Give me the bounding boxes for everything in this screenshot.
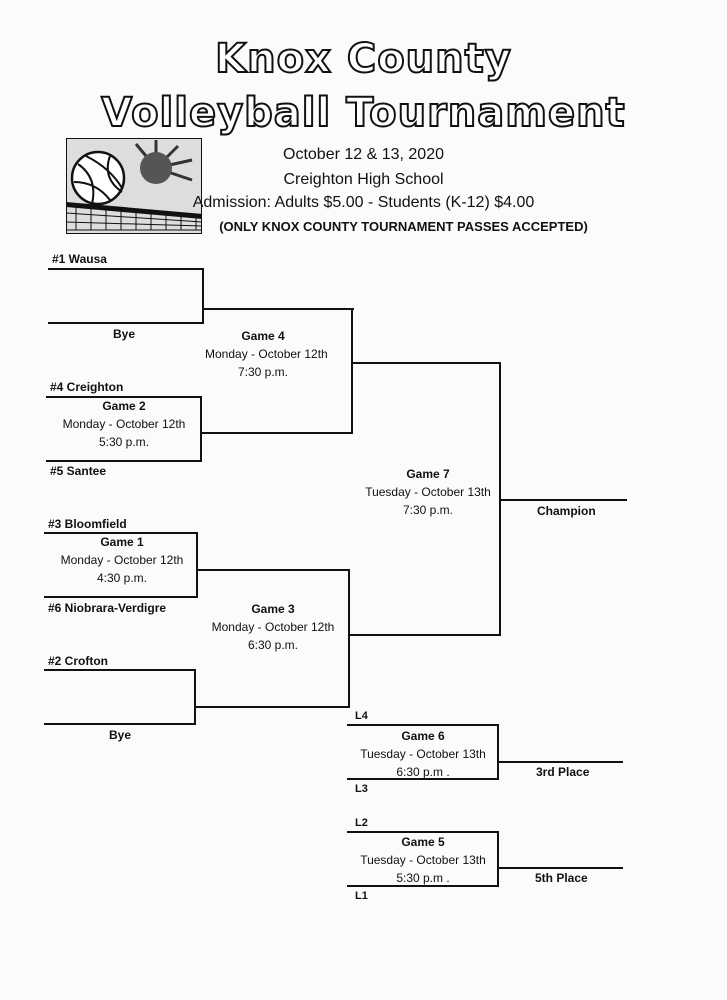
title-line-2: Volleyball Tournament xyxy=(100,89,626,137)
bracket-line-l4 xyxy=(347,724,499,726)
game-time: 6:30 p.m. xyxy=(247,638,299,652)
bracket-line-wausa xyxy=(48,268,204,270)
bracket-vert-wausa xyxy=(202,268,204,324)
bracket-vert-g5 xyxy=(497,831,499,887)
bracket-line-g4-out xyxy=(351,362,501,364)
game-day: Monday - October 12th xyxy=(211,620,335,634)
bracket-vert-g4 xyxy=(351,308,353,434)
tournament-dates: October 12 & 13, 2020 xyxy=(283,146,444,163)
bracket-line-champion xyxy=(499,499,627,501)
game-2-info: Game 2 Monday - October 12th 5:30 p.m. xyxy=(58,397,190,451)
game-6-info: Game 6 Tuesday - October 13th 6:30 p.m . xyxy=(355,727,491,781)
game-time: 6:30 p.m . xyxy=(396,765,450,779)
game-time: 7:30 p.m. xyxy=(402,503,454,517)
team-santee: #5 Santee xyxy=(50,464,107,478)
team-bye-2: Bye xyxy=(109,728,132,742)
bracket-line-l3 xyxy=(347,778,499,780)
game-time: 5:30 p.m . xyxy=(396,871,450,885)
bracket-line-g1-out xyxy=(196,569,350,571)
game-day: Monday - October 12th xyxy=(60,553,184,567)
tournament-venue: Creighton High School xyxy=(283,171,444,188)
game-5-info: Game 5 Tuesday - October 13th 5:30 p.m . xyxy=(355,833,491,887)
game-7-info: Game 7 Tuesday - October 13th 7:30 p.m. xyxy=(362,465,494,519)
game-title: Game 3 xyxy=(251,602,295,616)
bracket-line-l1 xyxy=(347,885,499,887)
passes-note: (ONLY KNOX COUNTY TOURNAMENT PASSES ACCE… xyxy=(219,219,588,234)
admission-info: Admission: Adults $5.00 - Students (K-12… xyxy=(192,194,535,211)
team-creighton: #4 Creighton xyxy=(50,380,124,394)
bracket-line-g2-out xyxy=(200,432,352,434)
game-time: 7:30 p.m. xyxy=(237,365,289,379)
game-day: Monday - October 12th xyxy=(62,417,186,431)
team-bloomfield: #3 Bloomfield xyxy=(48,517,127,531)
loser-l2: L2 xyxy=(355,817,368,829)
game-title: Game 1 xyxy=(100,535,144,549)
loser-l3: L3 xyxy=(355,783,368,795)
bracket-line-bye1 xyxy=(48,322,204,324)
loser-l4: L4 xyxy=(355,710,368,722)
game-1-info: Game 1 Monday - October 12th 4:30 p.m. xyxy=(56,533,188,587)
team-crofton: #2 Crofton xyxy=(48,654,108,668)
bracket-vert-crofton xyxy=(194,669,196,725)
game-title: Game 7 xyxy=(406,467,450,481)
bracket-line-santee xyxy=(46,460,202,462)
game-day: Tuesday - October 13th xyxy=(360,747,486,761)
champion-label: Champion xyxy=(537,504,596,518)
bracket-line-g3-out xyxy=(348,634,501,636)
bracket-line-niobrara xyxy=(44,596,198,598)
title-line-1: Knox County xyxy=(214,35,512,83)
bracket-line-fifth xyxy=(497,867,623,869)
game-time: 5:30 p.m. xyxy=(98,435,150,449)
game-day: Tuesday - October 13th xyxy=(365,485,491,499)
third-place-label: 3rd Place xyxy=(536,765,590,779)
bracket-line-creighton xyxy=(46,396,202,398)
team-wausa: #1 Wausa xyxy=(52,252,107,266)
game-4-info: Game 4 Monday - October 12th 7:30 p.m. xyxy=(205,327,328,381)
bracket-line-bloomfield xyxy=(44,532,198,534)
bracket-line-crofton-out xyxy=(194,706,350,708)
bracket-vert-g2 xyxy=(200,396,202,462)
game-title: Game 6 xyxy=(401,729,445,743)
bracket-vert-g1 xyxy=(196,532,198,598)
loser-l1: L1 xyxy=(355,890,368,902)
volleyball-net-icon xyxy=(65,137,203,235)
bracket-line-l2 xyxy=(347,831,499,833)
bracket-line-bye2 xyxy=(44,723,196,725)
team-niobrara-verdigre: #6 Niobrara-Verdigre xyxy=(48,601,167,615)
fifth-place-label: 5th Place xyxy=(535,871,588,885)
bracket-line-crofton xyxy=(44,669,196,671)
bracket-line-wausa-out xyxy=(202,308,354,310)
team-bye-1: Bye xyxy=(113,327,136,341)
game-day: Monday - October 12th xyxy=(205,347,328,361)
game-time: 4:30 p.m. xyxy=(96,571,148,585)
game-title: Game 2 xyxy=(102,399,146,413)
bracket-vert-g6 xyxy=(497,724,499,780)
bracket-vert-g3 xyxy=(348,569,350,708)
bracket-line-third xyxy=(497,761,623,763)
game-title: Game 4 xyxy=(241,329,285,343)
game-3-info: Game 3 Monday - October 12th 6:30 p.m. xyxy=(207,600,339,654)
game-day: Tuesday - October 13th xyxy=(360,853,486,867)
game-title: Game 5 xyxy=(401,835,445,849)
